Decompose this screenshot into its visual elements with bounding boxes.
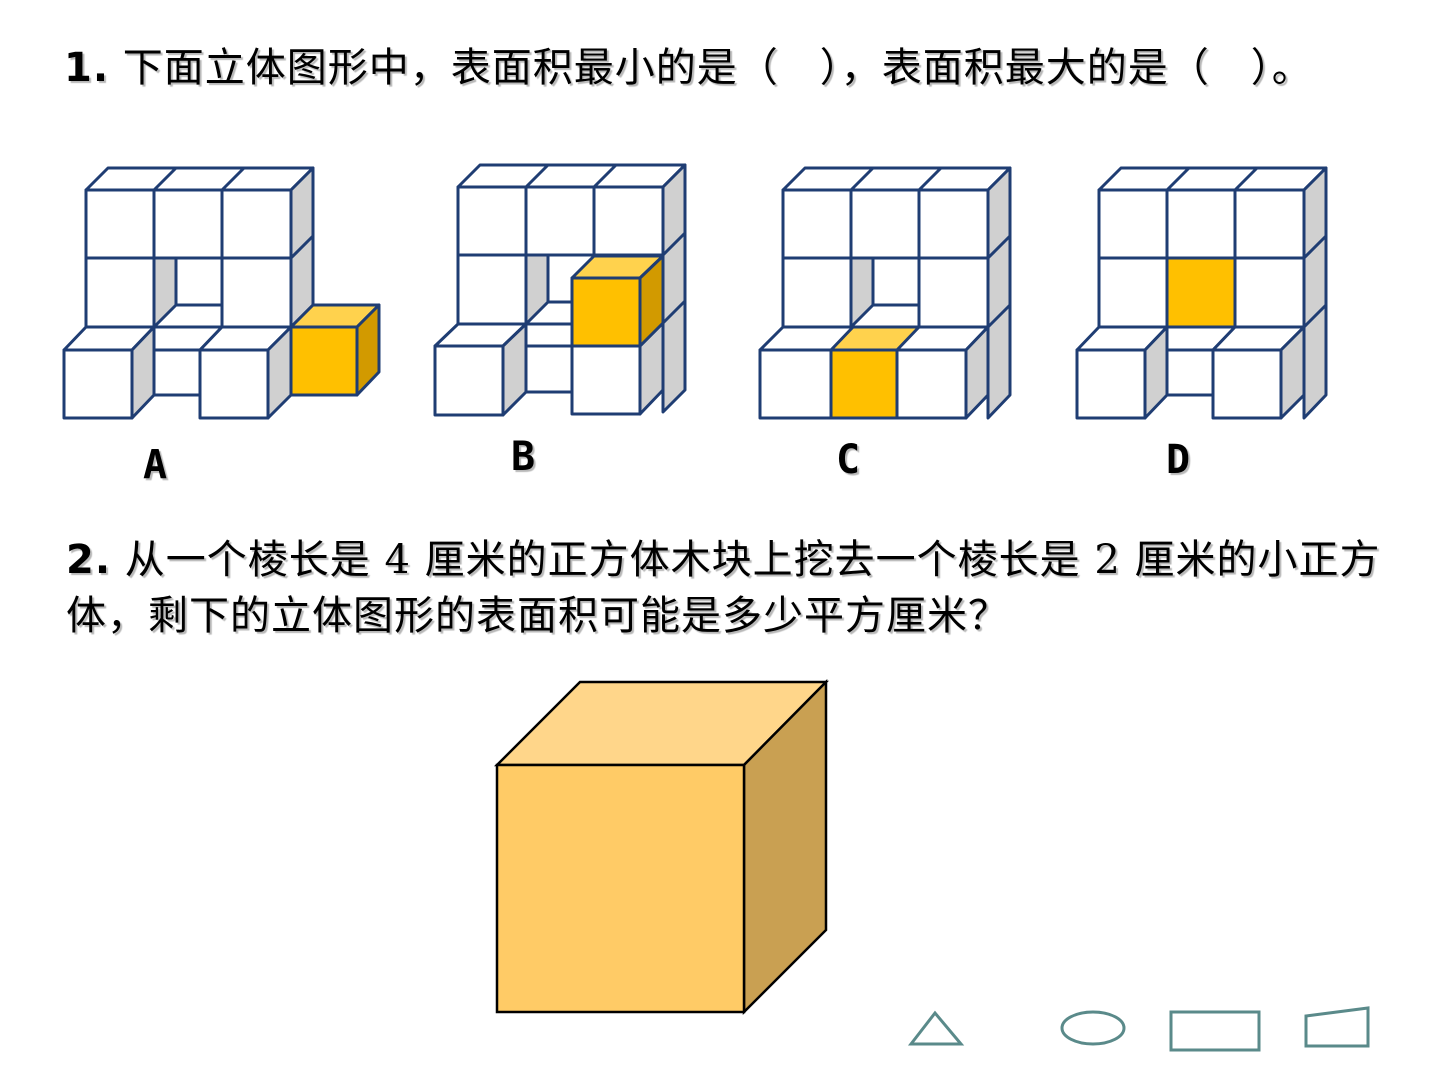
figure-c[interactable] (758, 166, 1012, 420)
figure-d[interactable] (1075, 166, 1328, 420)
question-1-number: 1. (64, 45, 110, 91)
figure-a[interactable] (62, 166, 381, 420)
option-c-label[interactable]: C (836, 437, 861, 483)
option-a-label[interactable]: A (143, 442, 168, 488)
option-b-label[interactable]: B (511, 434, 536, 480)
rectangle-icon[interactable] (1169, 1010, 1261, 1052)
question-2: 2. 从一个棱长是 4 厘米的正方体木块上挖去一个棱长是 2 厘米的小正方体，剩… (66, 532, 1396, 644)
triangle-icon[interactable] (907, 1010, 965, 1046)
question-2-number: 2. (66, 537, 112, 583)
figure-b[interactable] (433, 163, 687, 417)
ellipse-icon[interactable] (1060, 1010, 1126, 1046)
trapezoid-icon[interactable] (1304, 1006, 1370, 1048)
option-d-label[interactable]: D (1166, 437, 1191, 483)
question-2-text: 从一个棱长是 4 厘米的正方体木块上挖去一个棱长是 2 厘米的小正方体，剩下的立… (66, 537, 1381, 639)
question-1-text: 下面立体图形中，表面积最小的是（ ），表面积最大的是（ ）。 (122, 45, 1313, 91)
wooden-cube (493, 678, 829, 1016)
question-1: 1. 下面立体图形中，表面积最小的是（ ），表面积最大的是（ ）。 (64, 40, 1394, 96)
